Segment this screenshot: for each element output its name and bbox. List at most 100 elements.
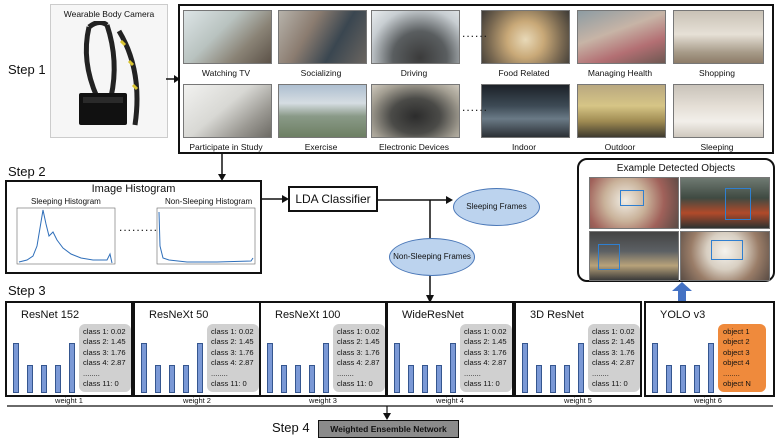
non-sleeping-histogram-title: Non-Sleeping Histogram	[165, 197, 253, 206]
layer-bars	[13, 339, 75, 393]
class-score: class 4: 2.87	[83, 358, 126, 368]
lda-classifier-box: LDA Classifier	[288, 186, 378, 212]
step-4-label: Step 4	[272, 420, 310, 435]
layer-bar	[13, 343, 19, 393]
layer-bar	[41, 365, 47, 393]
label-food-related: Food Related	[498, 68, 550, 78]
model-name: WideResNet	[402, 309, 464, 321]
layer-bars	[394, 339, 456, 393]
class-score: class 1: 0.02	[337, 327, 380, 336]
blue-arrow-to-examples	[672, 282, 692, 301]
layer-bar	[69, 343, 75, 393]
arrow-to-histogram	[218, 154, 226, 181]
layer-bars	[141, 339, 203, 393]
ellipsis-row-1: ......	[462, 26, 489, 40]
example-detected-objects-title: Example Detected Objects	[616, 163, 736, 174]
model-name: ResNeXt 100	[275, 309, 341, 321]
model-weight-3: weight 3	[309, 396, 337, 405]
example-photo-3	[589, 231, 679, 281]
class-score: class 4: 2.87	[464, 358, 507, 368]
class-score: class 1: 0.02	[83, 327, 126, 336]
photo-sleeping	[673, 84, 764, 138]
non-sleeping-frames-ellipse: Non-Sleeping Frames	[389, 238, 475, 276]
photo-shopping	[673, 10, 764, 64]
detection-box-1	[620, 190, 644, 206]
class-score: class 3: 1.76	[337, 347, 380, 357]
photo-participate-in-study	[183, 84, 272, 138]
non-sleeping-histogram-plot	[156, 207, 256, 265]
class-score: ........	[464, 368, 481, 378]
model-name: 3D ResNet	[530, 309, 584, 321]
layer-bar	[422, 365, 428, 393]
arrow-histogram-to-lda	[262, 195, 289, 203]
class-score: class 4: 2.87	[592, 358, 635, 368]
layer-bar	[394, 343, 400, 393]
object-item: ........	[723, 368, 740, 378]
model-weight-4: weight 4	[436, 396, 464, 405]
model-weight-6: weight 6	[694, 396, 722, 405]
layer-bar	[155, 365, 161, 393]
class-score: class 11: 0	[83, 379, 119, 389]
object-item: object N	[723, 379, 751, 389]
label-driving: Driving	[400, 68, 428, 78]
layer-bar	[680, 365, 686, 393]
photo-indoor	[481, 84, 570, 138]
model-weight-2: weight 2	[183, 396, 211, 405]
label-socializing: Socializing	[300, 68, 342, 78]
label-electronic-devices: Electronic Devices	[379, 142, 449, 152]
layer-bar	[522, 343, 528, 393]
class-score: class 3: 1.76	[83, 347, 126, 357]
weighted-ensemble-network: Weighted Ensemble Network	[318, 420, 459, 438]
photo-socializing	[278, 10, 367, 64]
class-score: ........	[592, 368, 609, 378]
class-score: ........	[83, 368, 100, 378]
label-outdoor: Outdoor	[604, 142, 636, 152]
layer-bars	[267, 339, 329, 393]
layer-bars	[652, 339, 714, 393]
step-2-label: Step 2	[8, 164, 46, 179]
wearable-camera-panel: Wearable Body Camera	[50, 4, 168, 138]
class-score: class 1: 0.02	[211, 327, 254, 336]
layer-bar	[666, 365, 672, 393]
label-sleeping: Sleeping	[700, 142, 734, 152]
camera-title: Wearable Body Camera	[63, 9, 155, 19]
class-score: class 1: 0.02	[464, 327, 507, 336]
sleeping-histogram-title: Sleeping Histogram	[31, 197, 101, 206]
photo-watching-tv	[183, 10, 272, 64]
class-score: class 1: 0.02	[592, 327, 635, 336]
camera-photo	[79, 21, 140, 126]
layer-bar	[27, 365, 33, 393]
example-detected-objects-box: Example Detected Objects	[577, 158, 775, 282]
layer-bar	[578, 343, 584, 393]
object-item: object 1	[723, 327, 750, 336]
class-score: class 2: 1.45	[211, 337, 254, 347]
object-item: object 3	[723, 347, 750, 357]
class-score: class 4: 2.87	[337, 358, 380, 368]
object-item: object 4	[723, 358, 750, 368]
class-score: class 3: 1.76	[211, 347, 254, 357]
class-score: class 2: 1.45	[337, 337, 380, 347]
arrow-camera-to-activities	[166, 75, 180, 83]
detection-box-3	[598, 244, 620, 270]
detection-box-2	[725, 188, 751, 220]
layer-bar	[281, 365, 287, 393]
sleeping-frames-ellipse: Sleeping Frames	[453, 188, 540, 226]
step-3-label: Step 3	[8, 283, 46, 298]
sleeping-histogram-plot	[16, 207, 116, 265]
example-photo-2	[680, 177, 770, 229]
label-shopping: Shopping	[699, 68, 735, 78]
class-score: class 11: 0	[464, 379, 500, 389]
class-score: class 3: 1.76	[464, 347, 507, 357]
photo-electronic-devices	[371, 84, 460, 138]
photo-exercise	[278, 84, 367, 138]
class-score: class 2: 1.45	[83, 337, 126, 347]
histogram-ellipsis: .........	[119, 220, 159, 234]
layer-bar	[309, 365, 315, 393]
ellipsis-row-2: ......	[462, 100, 489, 114]
class-score: class 3: 1.76	[592, 347, 635, 357]
class-score: ........	[211, 368, 228, 378]
model-name: ResNeXt 50	[149, 309, 209, 321]
